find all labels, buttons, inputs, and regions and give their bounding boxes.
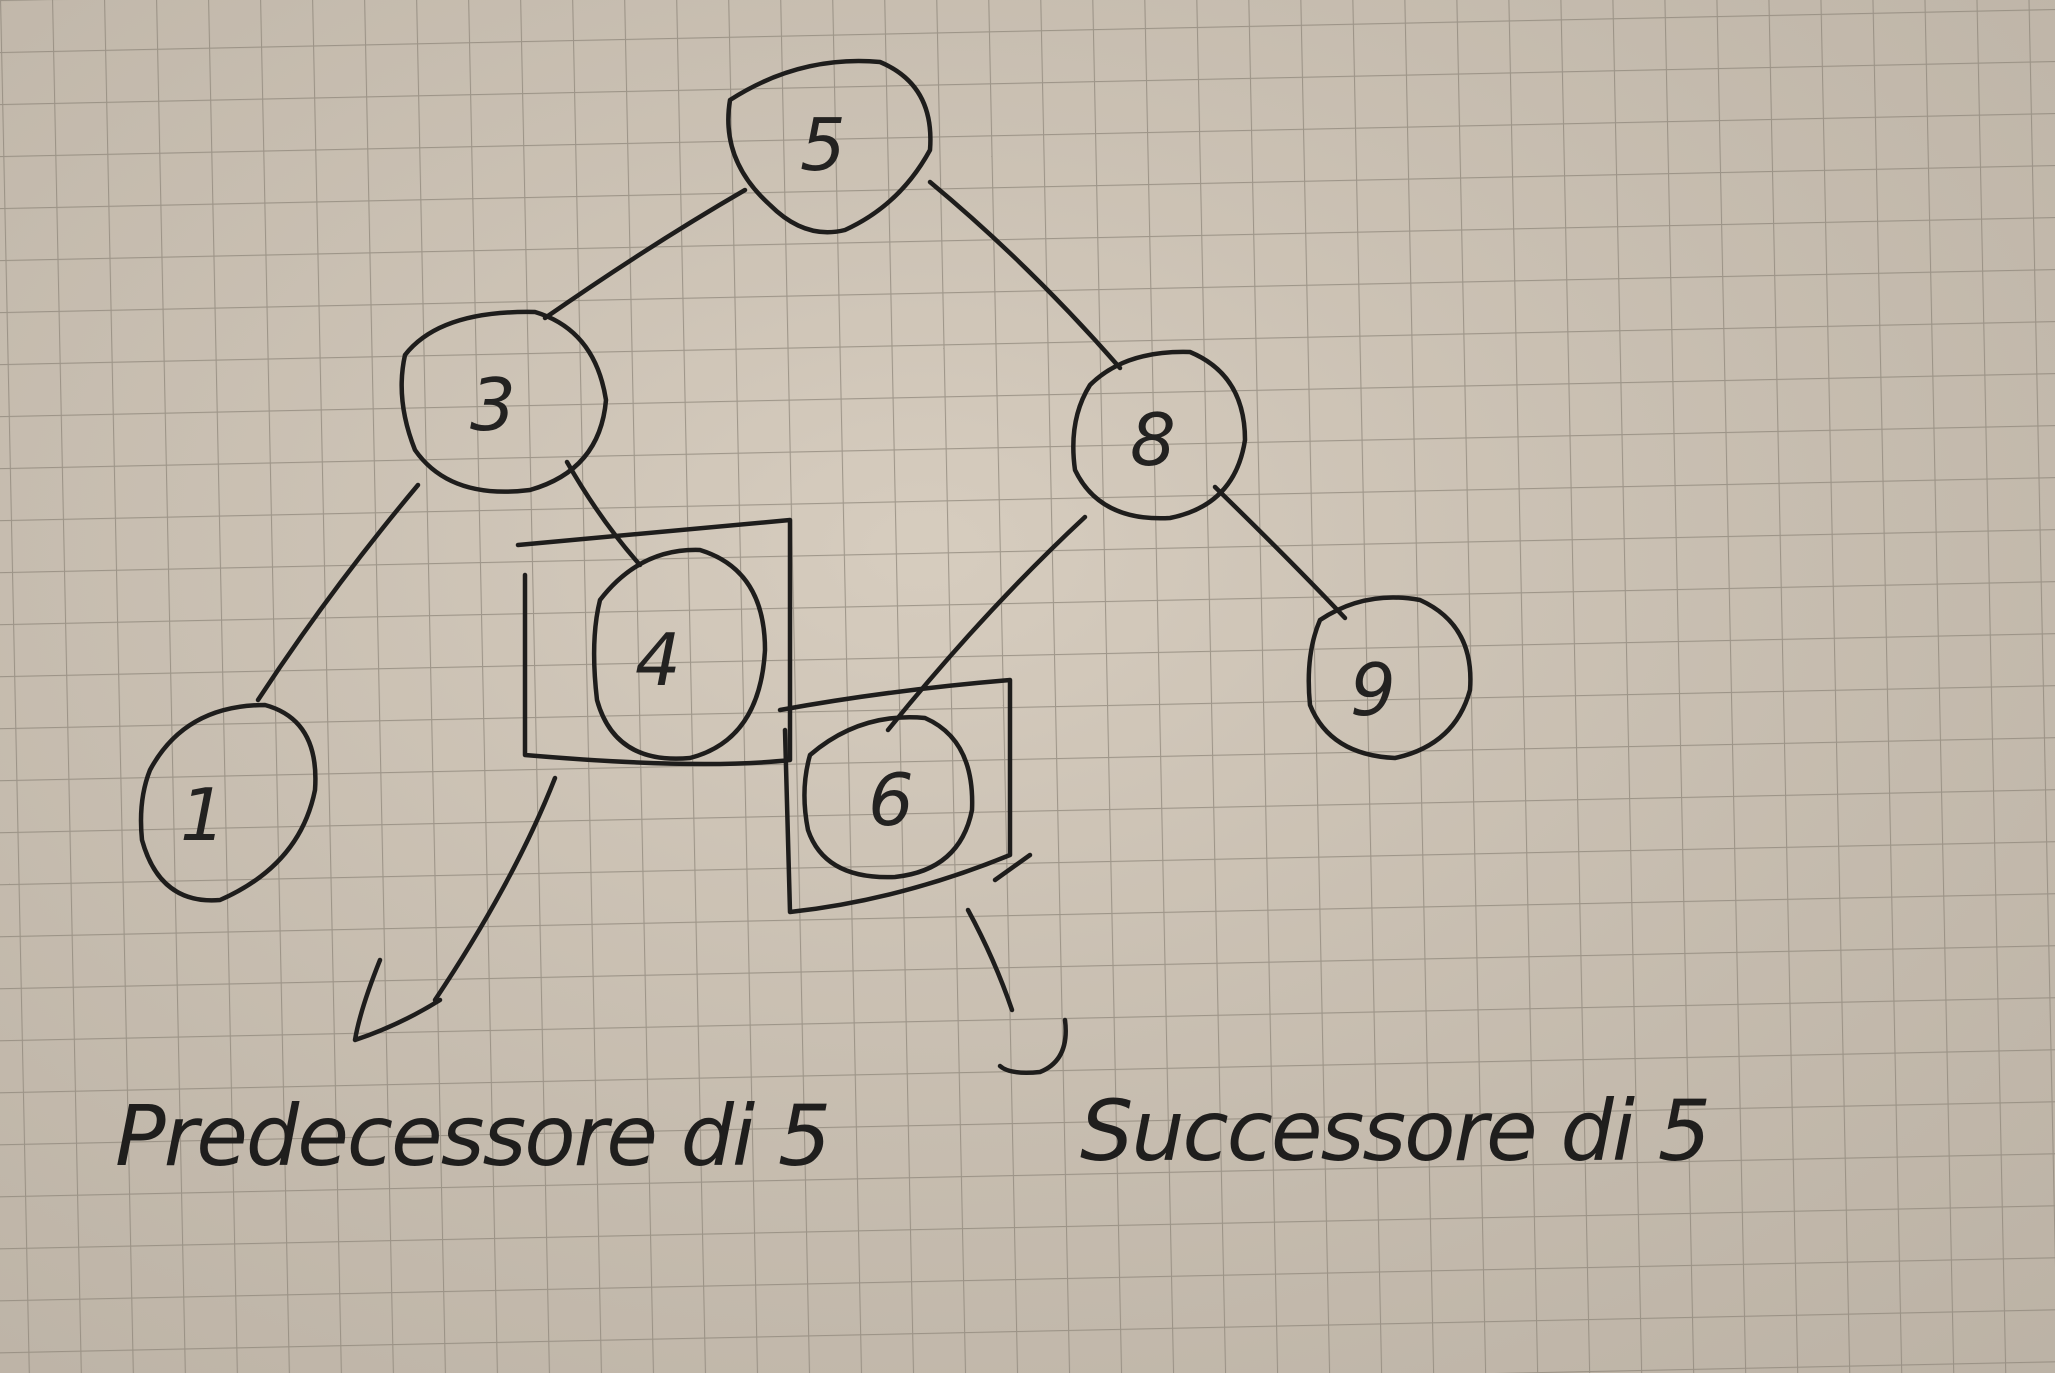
edge-3-1 (255, 482, 421, 703)
tree-node-6: 6 (802, 715, 975, 880)
arrow-successor (965, 907, 1068, 1075)
tree-node-9: 9 (1306, 595, 1473, 761)
highlight-box-predecessor (515, 517, 793, 767)
node-circle (726, 58, 933, 235)
node-circle (1306, 595, 1473, 761)
node-label: 4 (635, 618, 681, 702)
node-label: 3 (470, 363, 516, 447)
edge-5-8 (927, 179, 1123, 371)
tree-edges (255, 179, 1348, 733)
tree-node-4: 4 (591, 547, 768, 761)
edge-8-6 (885, 514, 1088, 733)
node-circle (1071, 349, 1248, 521)
node-label: 1 (180, 773, 226, 857)
node-circle (399, 309, 609, 494)
tree-node-3: 3 (399, 309, 609, 494)
node-label: 5 (800, 103, 846, 187)
arrow-predecessor (352, 775, 558, 1043)
caption-predecessor: Predecessore di 5 (115, 1087, 829, 1185)
edge-8-9 (1212, 484, 1348, 621)
tree-node-8: 8 (1071, 349, 1248, 521)
tree-node-5: 5 (726, 58, 933, 235)
arrow-head (997, 1017, 1068, 1075)
node-label: 6 (868, 758, 914, 842)
arrow-shaft (432, 775, 558, 1003)
node-circle (802, 715, 975, 880)
node-label: 8 (1130, 398, 1176, 482)
node-circle (138, 702, 318, 903)
highlight-rect (777, 677, 1033, 915)
node-label: 9 (1350, 648, 1396, 732)
caption-successor: Successore di 5 (1080, 1082, 1709, 1180)
node-circle (591, 547, 768, 761)
arrow-shaft (965, 907, 1015, 1013)
edge-5-3 (542, 187, 748, 321)
tree-node-1: 1 (138, 702, 318, 903)
highlight-rect (515, 517, 793, 767)
highlight-box-successor (777, 677, 1033, 915)
edge-3-4 (564, 459, 643, 568)
arrow-head (352, 957, 443, 1043)
